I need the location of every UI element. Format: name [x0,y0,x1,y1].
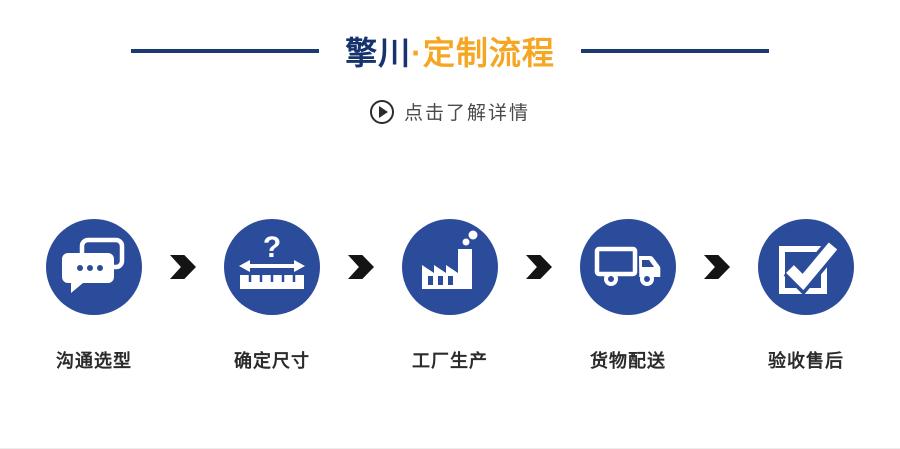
arrow-right-icon [704,255,730,279]
section-header: 擎川·定制流程 [0,0,900,74]
play-icon [369,99,394,124]
step-label: 货物配送 [590,351,666,371]
page-title: 擎川·定制流程 [345,28,555,74]
factory-icon [422,230,478,289]
step-circle: ? [224,219,320,315]
step-label: 确定尺寸 [234,351,310,371]
process-steps: 沟通选型 ? 确定尺寸 [0,219,900,373]
arrow-right-icon [170,255,196,279]
step-delivery: 货物配送 [552,219,704,373]
step-production: 工厂生产 [374,219,526,373]
step-circle [580,219,676,315]
chat-icon [62,237,125,293]
step-circle [46,219,142,315]
page-title-suffix: ·定制流程 [411,35,555,71]
title-left-divider [131,49,320,53]
title-right-divider [580,49,769,53]
truck-icon [594,246,661,286]
step-label: 工厂生产 [412,351,488,371]
step-label: 沟通选型 [56,351,132,371]
details-link[interactable]: 点击了解详情 [0,98,900,125]
details-link-label: 点击了解详情 [403,103,530,124]
arrow-right-icon [526,255,552,279]
step-communication: 沟通选型 [18,219,170,373]
svg-text:?: ? [263,231,281,264]
step-circle [402,219,498,315]
step-circle [758,219,854,315]
step-sizing: ? 确定尺寸 [196,219,348,373]
step-acceptance: 验收售后 [730,219,882,373]
page-title-brand: 擎川 [345,35,412,71]
check-icon [779,240,840,296]
step-label: 验收售后 [768,351,844,371]
ruler-icon: ? [239,231,305,289]
arrow-right-icon [348,255,374,279]
